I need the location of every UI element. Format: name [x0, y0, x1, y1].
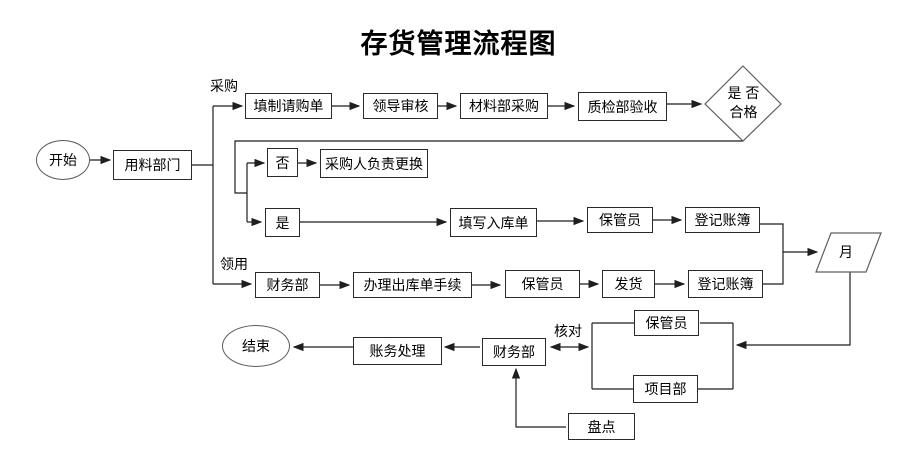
month-label: 月	[826, 237, 866, 267]
account-processing-label: 账务处理	[369, 343, 426, 359]
node-quality-inspection: 质检部验收	[578, 92, 667, 121]
month-label-text: 月	[839, 243, 853, 260]
month-parallelogram	[815, 232, 882, 273]
page-title: 存货管理流程图	[360, 29, 557, 59]
leader-review-label: 领导审核	[372, 98, 429, 114]
node-yes: 是	[265, 208, 300, 237]
keeper-outbound-label: 保管员	[521, 276, 564, 292]
node-fill-requisition: 填制请购单	[245, 93, 332, 119]
node-project-dept: 项目部	[633, 375, 698, 403]
fill-requisition-label: 填制请购单	[253, 98, 324, 114]
edge-register-in-to-junction	[760, 223, 784, 252]
start-label: 开始	[49, 152, 77, 168]
edge-label-verify: 核对	[553, 323, 583, 339]
node-material-dept: 用料部门	[113, 150, 192, 180]
purchaser-replace-label: 采购人负责更换	[325, 155, 423, 172]
node-material-purchase: 材料部采购	[460, 93, 548, 119]
node-finance-outbound: 财务部	[255, 272, 320, 298]
end-label: 结束	[242, 338, 270, 354]
keeper-inbound-label: 保管员	[599, 212, 641, 228]
edge-stocktake-to-finance	[511, 367, 566, 428]
node-finance-check: 财务部	[482, 338, 546, 366]
project-dept-label: 项目部	[644, 381, 687, 397]
edge-label-requisition: 领用	[219, 256, 249, 272]
register-inbound-label: 登记账簿	[694, 212, 751, 228]
start-node: 开始	[36, 140, 90, 180]
material-dept-label: 用料部门	[124, 157, 181, 173]
edge-decision-return	[234, 140, 743, 194]
edge-register-out-to-junction	[763, 252, 784, 285]
quality-inspection-label: 质检部验收	[587, 98, 658, 115]
finance-check-label: 财务部	[493, 344, 535, 360]
edge-month-to-check	[735, 272, 851, 350]
ship-label: 发货	[614, 276, 643, 292]
node-keeper-outbound: 保管员	[505, 270, 580, 298]
edge-label-purchase: 采购	[209, 78, 239, 94]
node-purchaser-replace: 采购人负责更换	[320, 149, 428, 178]
node-account-processing: 账务处理	[353, 337, 442, 365]
node-register-outbound: 登记账簿	[688, 270, 763, 298]
yes-label: 是	[275, 214, 290, 231]
decision-label-line2: 合格	[729, 104, 758, 120]
decision-label-line1: 是 否	[727, 85, 760, 102]
node-no: 否	[267, 148, 298, 177]
stocktake-label: 盘点	[587, 418, 616, 435]
no-label: 否	[275, 154, 290, 171]
material-purchase-label: 材料部采购	[469, 98, 539, 114]
outbound-procedure-label: 办理出库单手续	[363, 277, 462, 293]
node-leader-review: 领导审核	[363, 93, 438, 119]
node-outbound-procedure: 办理出库单手续	[353, 272, 472, 298]
end-node: 结束	[222, 325, 290, 367]
node-stocktake: 盘点	[568, 413, 635, 440]
node-keeper-inbound: 保管员	[587, 207, 653, 233]
node-fill-inbound: 填写入库单	[450, 208, 537, 237]
register-outbound-label: 登记账簿	[697, 276, 754, 292]
decision-label: 是 否 合格	[705, 79, 782, 127]
fill-inbound-label: 填写入库单	[458, 214, 529, 231]
keeper-check-label: 保管员	[645, 315, 688, 331]
finance-outbound-label: 财务部	[266, 277, 309, 293]
node-ship: 发货	[602, 270, 655, 298]
node-keeper-check: 保管员	[634, 310, 699, 336]
decision-diamond	[704, 65, 782, 142]
node-register-inbound: 登记账簿	[685, 207, 760, 233]
